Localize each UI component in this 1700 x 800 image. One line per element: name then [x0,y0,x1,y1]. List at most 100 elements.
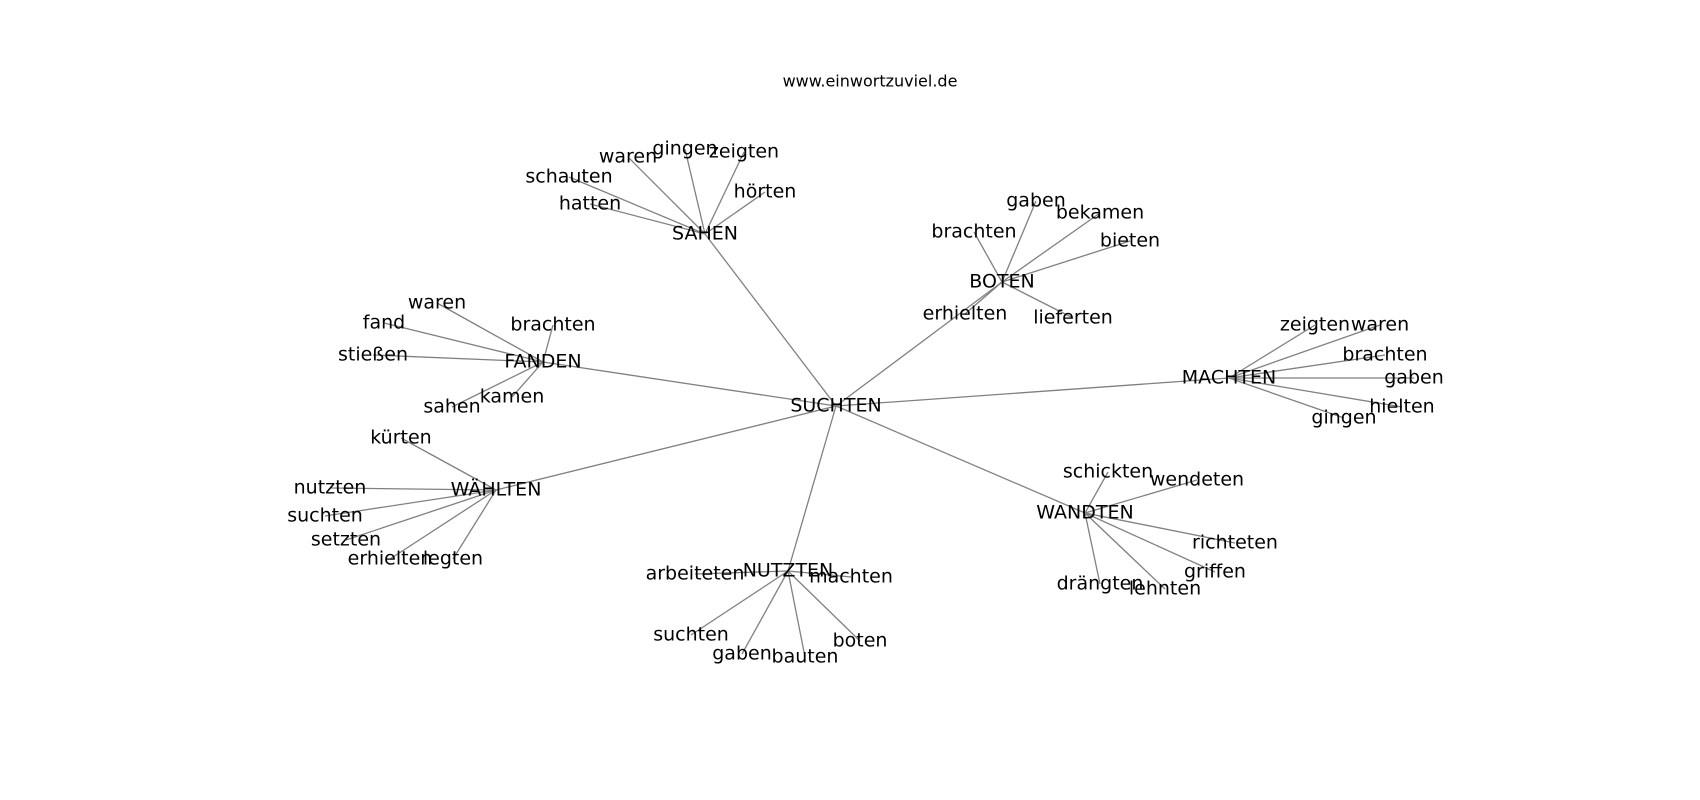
edge-sahen-5 [704,191,766,235]
node-hub-wandten: WANDTEN [1036,502,1133,524]
edge-nutzten-2 [690,570,789,636]
edge-boten-5 [1001,281,1074,319]
edge-fanden-4 [511,361,544,398]
node-leaf-machten-5: gingen [1311,407,1376,429]
node-leaf-nutzten-5: boten [833,630,888,652]
edge-root-fanden [542,361,837,407]
graph-nodes: SUCHTENSAHENwarengingenzeigtenschautenha… [287,138,1444,668]
edge-nutzten-5 [787,570,861,642]
node-hub-waehlten: WÄHLTEN [451,478,542,501]
edge-wandten-0 [1084,471,1109,514]
node-leaf-wandten-2: richteten [1192,532,1278,554]
node-leaf-nutzten-1: machten [809,566,893,588]
edge-sahen-3 [568,176,706,235]
node-leaf-nutzten-3: gaben [712,643,772,665]
node-leaf-fanden-2: brachten [510,314,595,336]
node-leaf-waehlten-0: kürten [370,427,431,449]
edge-machten-4 [1228,377,1403,408]
edge-sahen-0 [627,156,706,235]
edge-wandten-3 [1084,512,1216,573]
edge-sahen-1 [684,148,706,235]
edge-root-machten [835,377,1230,407]
edge-nutzten-1 [787,570,852,578]
edge-root-sahen [704,233,837,407]
node-leaf-boten-0: gaben [1006,190,1066,212]
node-leaf-nutzten-2: suchten [653,624,729,646]
edge-wandten-1 [1084,479,1198,514]
node-leaf-boten-2: brachten [931,221,1016,243]
edge-waehlten-2 [324,489,497,517]
node-leaf-sahen-0: waren [599,146,657,168]
node-leaf-boten-4: erhielten [923,303,1008,325]
node-leaf-waehlten-4: erhielten [348,548,433,570]
edge-machten-0 [1228,324,1316,379]
node-hub-fanden: FANDEN [504,351,581,373]
edge-waehlten-5 [452,489,497,560]
edge-fanden-1 [383,322,544,363]
node-leaf-wandten-5: drängten [1057,573,1144,595]
node-leaf-waehlten-3: setzten [311,529,381,551]
node-leaf-fanden-0: waren [408,292,466,314]
node-leaf-wandten-4: lehnten [1129,578,1201,600]
edge-boten-0 [1001,200,1037,283]
node-leaf-machten-0: zeigten [1280,314,1350,336]
graph-title: www.einwortzuviel.de [783,72,958,91]
edge-waehlten-3 [345,489,497,541]
edge-boten-4 [964,281,1003,315]
node-leaf-sahen-1: gingen [652,138,717,160]
edge-fanden-5 [451,361,544,408]
graph-edges [324,148,1414,658]
node-leaf-nutzten-0: arbeiteten [646,563,745,585]
edge-wandten-2 [1084,512,1236,544]
node-leaf-wandten-0: schickten [1063,461,1153,483]
node-leaf-sahen-2: zeigten [709,141,779,163]
node-hub-boten: BOTEN [969,271,1034,293]
node-leaf-sahen-4: hatten [559,193,621,215]
node-leaf-sahen-5: hörten [734,181,797,203]
edge-wandten-4 [1084,512,1166,590]
edge-machten-2 [1228,354,1386,379]
node-root: SUCHTEN [790,395,881,417]
edge-waehlten-0 [400,437,497,491]
edge-wandten-5 [1084,512,1101,585]
node-hub-sahen: SAHEN [672,223,738,245]
node-leaf-waehlten-1: nutzten [294,477,367,499]
edge-boten-3 [1001,240,1131,283]
node-leaf-fanden-5: sahen [423,396,480,418]
edge-sahen-2 [704,151,745,235]
edge-boten-2 [973,231,1003,283]
node-leaf-boten-1: bekamen [1056,202,1144,224]
node-leaf-waehlten-2: suchten [287,505,363,527]
edge-nutzten-3 [741,570,789,655]
edge-root-waehlten [495,405,837,491]
edge-nutzten-4 [787,570,806,658]
node-leaf-machten-4: hielten [1369,396,1434,418]
edge-fanden-0 [436,302,544,363]
edge-fanden-3 [372,354,544,363]
edge-machten-1 [1228,324,1381,379]
node-hub-nutzten: NUTZTEN [743,560,834,582]
node-leaf-waehlten-5: legten [423,548,483,570]
node-leaf-wandten-3: griffen [1184,561,1246,583]
edge-boten-1 [1001,212,1101,283]
edge-sahen-4 [589,203,706,235]
node-leaf-fanden-1: fand [363,312,405,334]
node-hub-machten: MACHTEN [1182,367,1276,389]
node-leaf-boten-3: bieten [1100,230,1160,252]
node-leaf-boten-5: lieferten [1033,307,1113,329]
edge-nutzten-0 [694,570,789,575]
edge-machten-5 [1228,377,1345,419]
node-leaf-fanden-4: kamen [480,386,545,408]
edge-root-wandten [835,405,1086,514]
edge-root-boten [835,281,1003,407]
node-leaf-nutzten-4: bauten [772,646,839,668]
node-leaf-wandten-1: wendeten [1150,469,1244,491]
edge-fanden-2 [542,324,554,363]
node-leaf-sahen-3: schauten [525,166,612,188]
edge-waehlten-1 [329,487,497,491]
edge-waehlten-4 [389,489,497,560]
node-leaf-fanden-3: stießen [338,344,408,366]
node-leaf-machten-1: waren [1351,314,1409,336]
node-leaf-machten-2: brachten [1342,344,1427,366]
